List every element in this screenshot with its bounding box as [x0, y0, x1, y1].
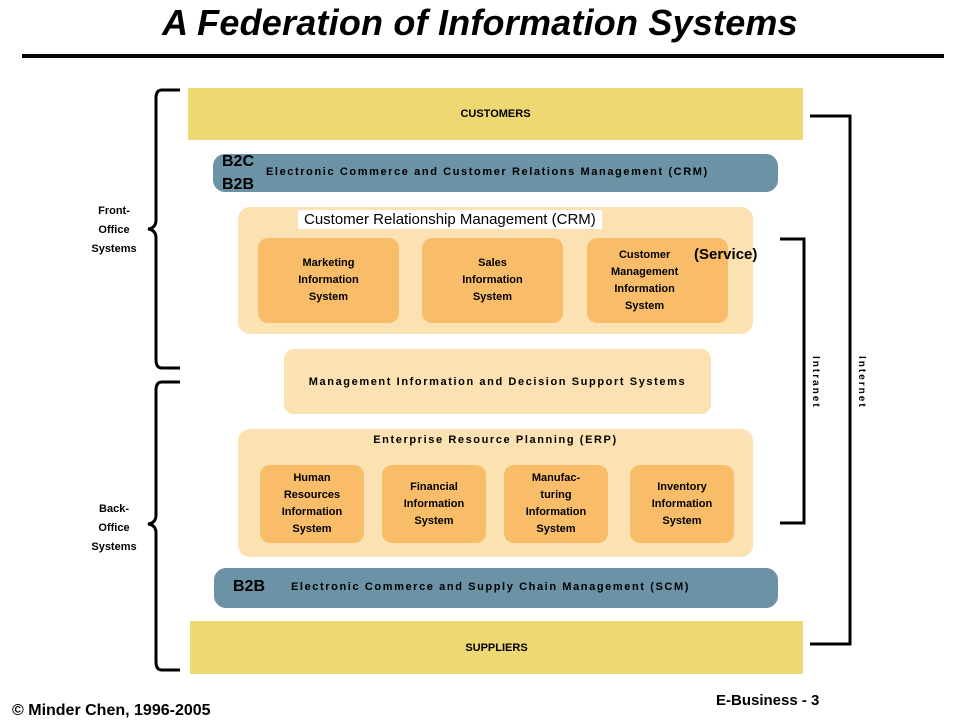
page-title: A Federation of Information Systems: [162, 2, 798, 43]
mis-box: Management Information and Decision Supp…: [284, 349, 711, 414]
intranet-label: Intranet: [810, 356, 821, 409]
service-label: (Service): [694, 246, 758, 263]
sales-is-box: Sales Information System: [422, 238, 563, 323]
title-divider: [22, 54, 944, 58]
slide-number: E-Business - 3: [716, 692, 820, 709]
crm-commerce-text: Electronic Commerce and Customer Relatio…: [266, 166, 709, 178]
b2c-label: B2C: [222, 153, 255, 170]
suppliers-label: SUPPLIERS: [465, 641, 528, 654]
front-office-brace: [147, 88, 180, 370]
intranet-bracket: [780, 237, 806, 525]
copyright: © Minder Chen, 1996-2005: [12, 702, 211, 719]
inventory-is-box: Inventory Information System: [630, 465, 734, 543]
customer-mgmt-is-label: Customer Management Information System: [611, 248, 679, 312]
customer-mgmt-is-box: Customer Management Information System: [587, 238, 728, 323]
hr-is-box: Human Resources Information System: [260, 465, 364, 543]
scm-commerce-text: Electronic Commerce and Supply Chain Man…: [291, 581, 690, 593]
crm-commerce-band: Electronic Commerce and Customer Relatio…: [213, 154, 778, 192]
mis-label: Management Information and Decision Supp…: [308, 375, 687, 388]
b2b-label-bottom: B2B: [233, 578, 266, 595]
customers-label: CUSTOMERS: [460, 108, 531, 120]
marketing-is-box: Marketing Information System: [258, 238, 399, 323]
internet-bracket: [810, 114, 852, 646]
b2b-label-top: B2B: [222, 176, 255, 193]
front-office-label: Front- Office Systems: [91, 205, 137, 255]
suppliers-band: SUPPLIERS: [190, 621, 803, 674]
internet-label: Internet: [856, 356, 867, 409]
back-office-brace: [147, 380, 180, 672]
customers-band: CUSTOMERS: [188, 88, 803, 140]
scm-commerce-band: B2B Electronic Commerce and Supply Chain…: [214, 568, 778, 608]
financial-is-box: Financial Information System: [382, 465, 486, 543]
back-office-label: Back- Office Systems: [91, 503, 137, 553]
manufacturing-is-box: Manufac- turing Information System: [504, 465, 608, 543]
erp-group-title: Enterprise Resource Planning (ERP): [373, 434, 618, 446]
crm-group-title: Customer Relationship Management (CRM): [298, 210, 602, 229]
